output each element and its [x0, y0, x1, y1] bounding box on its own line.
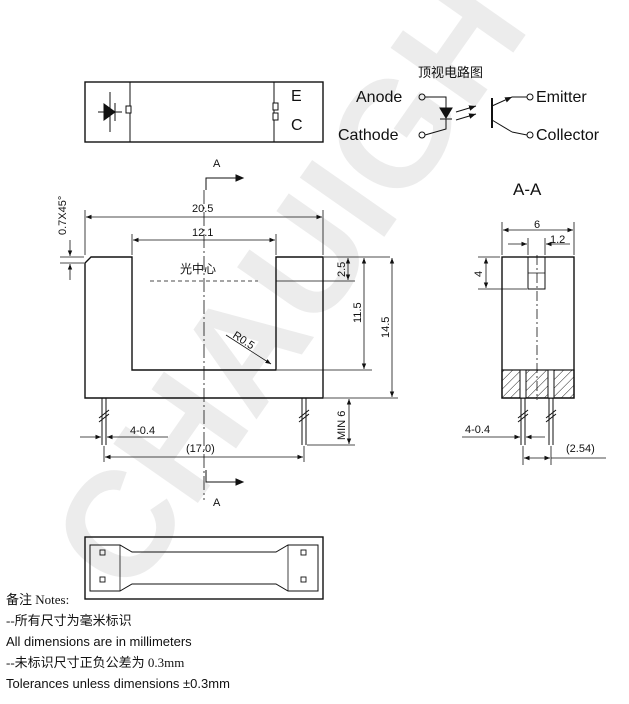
dim-center-height: 2.5 — [336, 262, 348, 277]
bottom-view — [84, 536, 324, 600]
dim-section-width: 6 — [534, 219, 540, 231]
top-view — [84, 81, 324, 143]
notes-block: 备注 Notes: --所有尺寸为毫米标识 All dimensions are… — [6, 589, 230, 694]
front-dimension-lines — [60, 210, 398, 462]
dim-pins-front: 4-0.4 — [130, 425, 155, 437]
dim-chamfer: 0.7X45° — [57, 196, 69, 235]
dim-height: 14.5 — [380, 317, 392, 338]
notes-line-1: --所有尺寸为毫米标识 — [6, 613, 132, 628]
optocoupler-schematic — [418, 93, 534, 139]
dim-aperture: 1.2 — [550, 234, 565, 246]
front-view — [84, 256, 324, 445]
dim-width: 20.5 — [192, 203, 213, 215]
dim-pins-section: 4-0.4 — [465, 424, 490, 436]
dim-pin-min: MIN 6 — [336, 411, 348, 440]
section-marker-bottom — [205, 470, 245, 486]
dim-pin-pitch: (2.54) — [566, 443, 595, 455]
cathode-label: Cathode — [338, 127, 399, 144]
emitter-label: Emitter — [536, 89, 587, 106]
pin-label-c: C — [291, 117, 303, 134]
section-marker-top — [205, 174, 245, 190]
dim-slot-width: 12.1 — [192, 227, 213, 239]
dim-pin-spacing: (17.0) — [186, 443, 215, 455]
section-view — [501, 255, 575, 445]
section-label-bottom: A — [213, 497, 221, 509]
anode-label: Anode — [356, 89, 402, 106]
dim-aperture-height: 4 — [473, 271, 485, 277]
notes-line-2: All dimensions are in millimeters — [6, 634, 192, 649]
notes-line-3: --未标识尺寸正负公差为 0.3mm — [6, 655, 185, 670]
notes-heading: 备注 Notes: — [6, 592, 70, 607]
collector-label: Collector — [536, 127, 600, 144]
optical-center-label: 光中心 — [180, 261, 216, 276]
section-dimension-lines — [462, 222, 606, 465]
section-label-top: A — [213, 158, 221, 170]
notes-line-4: Tolerances unless dimensions ±0.3mm — [6, 676, 230, 691]
section-title: A-A — [513, 180, 542, 199]
dim-slot-depth: 11.5 — [352, 302, 364, 323]
diode-symbol-icon — [98, 92, 122, 132]
watermark: CHAUIGHT — [19, 0, 611, 618]
schematic-title: 顶视电路图 — [418, 65, 483, 81]
pin-label-e: E — [291, 88, 302, 105]
